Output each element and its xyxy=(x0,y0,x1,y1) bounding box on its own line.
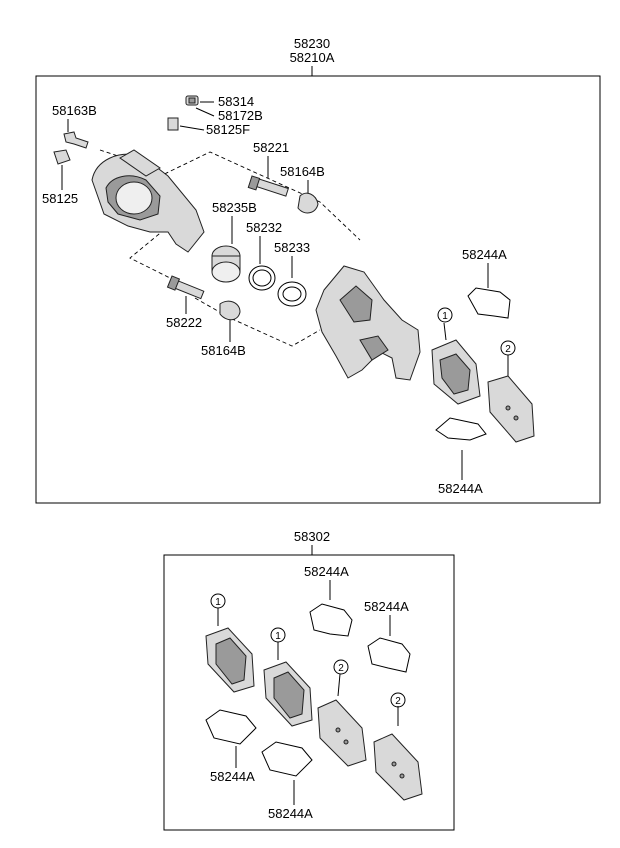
marker-2b-lower xyxy=(390,692,406,708)
marker-1b-lower xyxy=(270,627,286,643)
bolt-58125 xyxy=(53,149,71,165)
marker-2a-lower xyxy=(333,659,349,675)
brake-pad-1-upper xyxy=(431,339,481,405)
marker-1-upper-text: 1 xyxy=(442,311,448,322)
marker-2-upper-text: 2 xyxy=(505,344,511,355)
label-58125: 58125 xyxy=(42,191,78,206)
upper-title-line2: 58210A xyxy=(290,50,335,65)
guide-pin-58222 xyxy=(166,275,205,300)
boot-58164B-bottom xyxy=(219,300,241,321)
label-58244A-b: 58244A xyxy=(364,599,409,614)
lower-kit-frame xyxy=(163,554,455,831)
label-58244A-bottom: 58244A xyxy=(438,481,483,496)
seal-58232 xyxy=(248,265,276,291)
marker-1-upper xyxy=(437,307,453,323)
marker-2-upper xyxy=(500,340,516,356)
label-58233: 58233 xyxy=(274,240,310,255)
brake-pad-1b-lower xyxy=(263,661,313,727)
caliper-bracket xyxy=(315,265,421,381)
label-58222: 58222 xyxy=(166,315,202,330)
label-58163B: 58163B xyxy=(52,103,97,118)
label-58164B-bottom: 58164B xyxy=(201,343,246,358)
brake-pad-1a-lower xyxy=(205,627,255,693)
shim-clips-lower xyxy=(205,603,411,777)
marker-1a-lower-text: 1 xyxy=(215,597,221,608)
lower-title: 58302 xyxy=(294,529,330,544)
upper-title-line1: 58230 xyxy=(294,36,330,51)
caliper-housing xyxy=(91,149,205,253)
brake-pad-2b-lower xyxy=(373,733,423,801)
bleeder-cap xyxy=(167,117,179,131)
label-58244A-top: 58244A xyxy=(462,247,507,262)
brake-pad-2-upper xyxy=(487,375,535,443)
marker-1b-lower-text: 1 xyxy=(275,631,281,642)
label-58164B-top: 58164B xyxy=(280,164,325,179)
dust-boot-58233 xyxy=(277,281,307,307)
shim-clip-upper xyxy=(435,287,511,441)
marker-1a-lower xyxy=(210,593,226,609)
guide-pin-58221 xyxy=(247,175,289,197)
marker-2b-lower-text: 2 xyxy=(395,696,401,707)
bleeder-screw xyxy=(185,95,199,106)
upper-assembly-frame xyxy=(35,75,601,504)
guide-bolt-58163B xyxy=(63,131,89,149)
label-58172B: 58172B xyxy=(218,108,263,123)
piston-58235B xyxy=(211,245,241,283)
label-58125F: 58125F xyxy=(206,122,250,137)
label-58244A-a: 58244A xyxy=(304,564,349,579)
upper-leader-lines xyxy=(61,101,509,480)
brake-pad-2a-lower xyxy=(317,699,367,767)
label-58232: 58232 xyxy=(246,220,282,235)
upper-assembly-dashed-lines xyxy=(99,149,361,347)
label-58244A-c: 58244A xyxy=(210,769,255,784)
label-58235B: 58235B xyxy=(212,200,257,215)
label-58221: 58221 xyxy=(253,140,289,155)
label-58314: 58314 xyxy=(218,94,254,109)
marker-2a-lower-text: 2 xyxy=(338,663,344,674)
label-58244A-d: 58244A xyxy=(268,806,313,821)
boot-58164B-top xyxy=(297,192,319,214)
lower-leader-lines xyxy=(217,580,399,805)
